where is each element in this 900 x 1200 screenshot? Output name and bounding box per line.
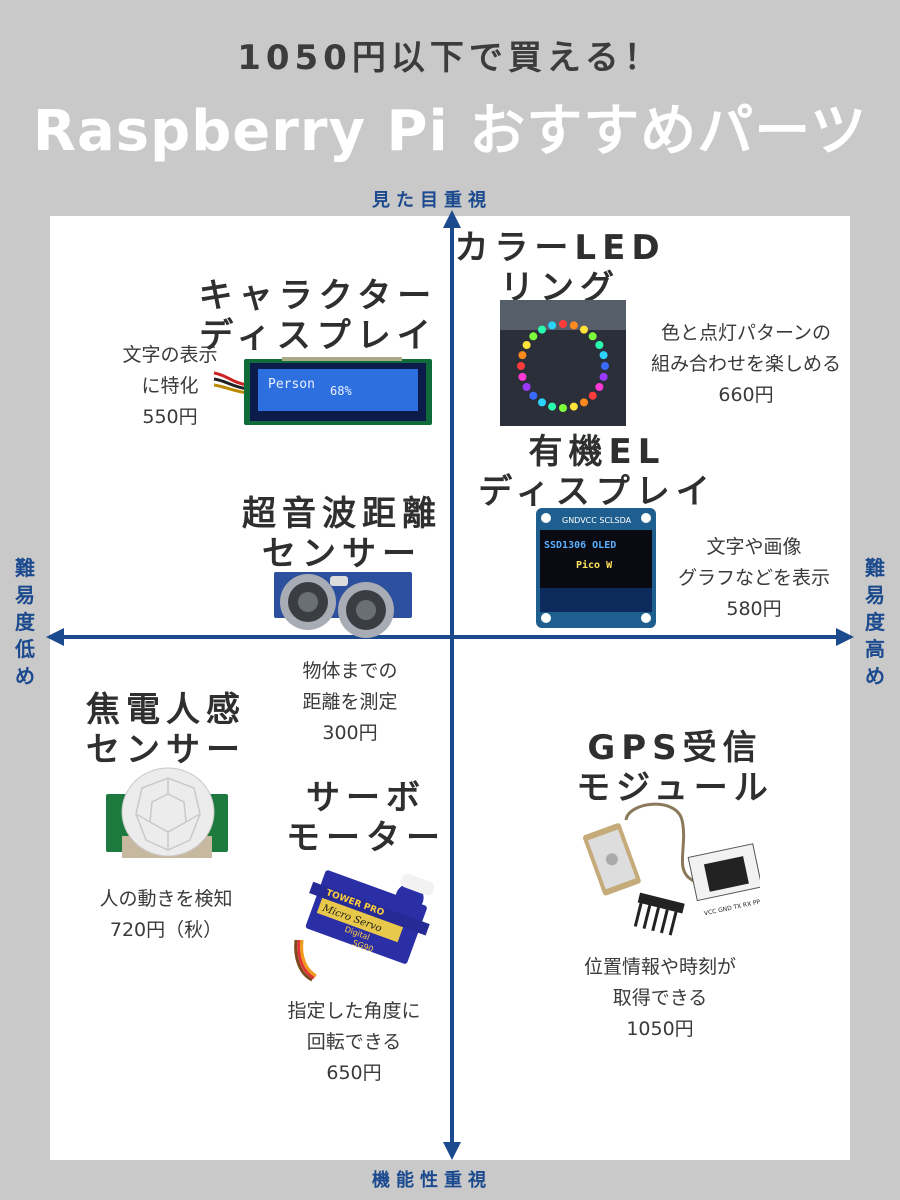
led-dot xyxy=(518,351,527,360)
led-dot xyxy=(599,351,608,360)
led-ring-image xyxy=(500,300,626,426)
oled-pin-labels: GNDVCC SCLSDA xyxy=(562,516,632,525)
oled-line2: Pico W xyxy=(576,559,613,571)
lcd-screen-text: Person xyxy=(268,377,315,392)
servo-image: TOWER PRO Micro Servo Digital SG90 xyxy=(294,870,435,982)
led-dot xyxy=(548,402,557,411)
oled-line1: SSD1306 OLED xyxy=(544,540,616,551)
led-dot xyxy=(569,321,578,330)
led-dot xyxy=(580,325,588,334)
led-dot xyxy=(538,398,546,407)
axis-label-top: 見た目重視 xyxy=(372,190,492,211)
arrow-up-icon xyxy=(443,210,461,228)
page-title: Raspberry Pi おすすめパーツ xyxy=(32,99,868,164)
gps-desc: 位置情報や時刻が 取得できる 1050円 xyxy=(583,956,736,1040)
led-ring-desc: 色と点灯パターンの 組み合わせを楽しめる 660円 xyxy=(650,322,841,406)
led-dot xyxy=(529,332,538,341)
led-dot xyxy=(595,383,604,391)
header-subtitle: 1050円以下で買える！ xyxy=(237,38,663,78)
led-dot xyxy=(559,320,567,328)
character-lcd-image: Person 68% xyxy=(213,357,432,425)
axis-label-right: 難 易 度 高 め xyxy=(865,556,885,688)
led-dot xyxy=(518,372,527,381)
led-dot xyxy=(559,404,567,412)
gps-pin-labels: VCC GND TX RX PPS xyxy=(704,898,760,918)
led-dot xyxy=(601,362,609,370)
led-dot xyxy=(569,402,578,411)
pir-desc: 人の動きを検知 720円（秋） xyxy=(99,888,233,941)
oled-desc: 文字や画像 グラフなどを表示 580円 xyxy=(677,536,830,620)
arrow-left-icon xyxy=(46,628,64,646)
servo-title: サーボ モーター xyxy=(286,778,446,858)
character-lcd-title: キャラクター ディスプレイ xyxy=(198,276,438,356)
axis-label-left: 難 易 度 低 め xyxy=(15,556,35,688)
ultrasonic-image xyxy=(274,572,412,638)
arrow-down-icon xyxy=(443,1142,461,1160)
pir-title: 焦電人感 センサー xyxy=(86,690,246,770)
led-dot xyxy=(538,325,546,334)
ultrasonic-title: 超音波距離 センサー xyxy=(242,494,442,574)
servo-desc: 指定した角度に 回転できる 650円 xyxy=(287,1000,421,1084)
ultrasonic-desc: 物体までの 距離を測定 300円 xyxy=(302,660,398,744)
led-dot xyxy=(529,391,538,400)
led-dot xyxy=(588,391,597,400)
led-dot xyxy=(580,398,588,407)
led-dot xyxy=(595,341,604,349)
led-dot xyxy=(599,372,608,381)
lcd-header-pins xyxy=(282,357,402,361)
led-dot xyxy=(548,321,557,330)
led-dot xyxy=(588,332,597,341)
led-dot xyxy=(517,362,525,370)
gps-title: GPS受信 モジュール xyxy=(576,728,774,808)
character-lcd-desc: 文字の表示 に特化 550円 xyxy=(122,344,218,428)
oled-title: 有機EL ディスプレイ xyxy=(478,432,716,512)
led-dot xyxy=(522,383,531,391)
led-dot xyxy=(522,341,531,349)
oled-image: GNDVCC SCLSDA SSD1306 OLED Pico W xyxy=(536,508,656,628)
arrow-right-icon xyxy=(836,628,854,646)
axis-label-bottom: 機能性重視 xyxy=(372,1170,492,1191)
gps-image: VCC GND TX RX PPS xyxy=(582,802,760,936)
led-ring-title: カラーLED リング xyxy=(454,228,666,308)
lcd-screen-value: 68% xyxy=(330,384,352,398)
pir-image xyxy=(106,767,228,858)
